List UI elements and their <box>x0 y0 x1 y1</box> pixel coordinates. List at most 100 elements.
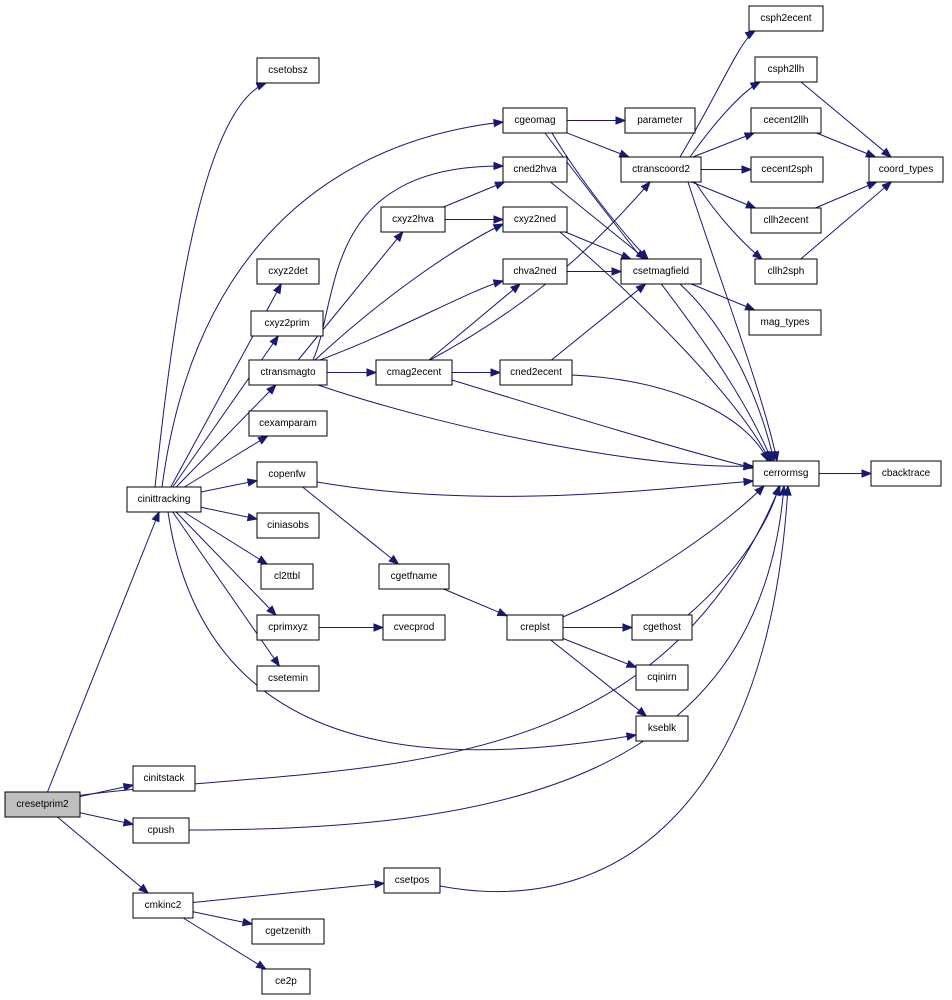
edge-cxyz2hva-to-cned2hva-arrowhead <box>494 181 506 190</box>
node-csetpos[interactable]: csetpos <box>383 867 441 894</box>
edge-cinittracking-to-cexamparam-arrowhead <box>257 435 269 445</box>
node-label: kseblk <box>648 723 677 734</box>
edge-line <box>679 283 775 462</box>
node-cl2ttbl[interactable]: cl2ttbl <box>260 563 314 590</box>
node-cgetzenith[interactable]: cgetzenith <box>251 918 325 945</box>
node-cxyz2ned[interactable]: cxyz2ned <box>502 206 568 233</box>
node-cecent2llh[interactable]: cecent2llh <box>750 107 822 134</box>
node-cned2ecent[interactable]: cned2ecent <box>499 359 573 386</box>
node-box <box>502 206 568 233</box>
edge-line <box>800 81 892 158</box>
node-csph2llh[interactable]: csph2llh <box>754 56 818 83</box>
node-cgeomag[interactable]: cgeomag <box>502 107 568 134</box>
node-label: cprimxyz <box>268 622 307 633</box>
node-label: chva2ned <box>513 266 556 277</box>
node-ce2p[interactable]: ce2p <box>261 968 311 995</box>
node-cbacktrace[interactable]: cbacktrace <box>870 460 942 487</box>
node-cllh2sph[interactable]: cllh2sph <box>754 258 818 285</box>
edge-cmag2ecent-to-cerrormsg <box>451 379 755 470</box>
edge-line <box>565 231 631 260</box>
node-csetmagfield[interactable]: csetmagfield <box>620 258 702 285</box>
node-box <box>620 156 702 183</box>
edge-cinittracking-to-cl2ttbl <box>183 511 269 565</box>
edge-cllh2ecent-to-coord_types <box>815 181 878 209</box>
edge-cgeomag-to-parameter <box>567 116 627 125</box>
node-copenfw[interactable]: copenfw <box>256 461 318 488</box>
node-label: cerrormsg <box>763 468 808 479</box>
edge-line <box>692 132 755 158</box>
node-cerrormsg[interactable]: cerrormsg <box>752 460 820 487</box>
edge-cresetprim2-to-cmkinc2-arrowhead <box>138 883 150 894</box>
edge-csetmagfield-to-cerrormsg-arrowhead <box>767 450 776 463</box>
edge-line <box>551 283 646 361</box>
node-cxyz2prim[interactable]: cxyz2prim <box>250 310 324 337</box>
edge-cresetprim2-to-cinitstack-arrowhead <box>122 782 135 792</box>
node-parameter[interactable]: parameter <box>624 107 696 134</box>
node-cgethost[interactable]: cgethost <box>631 614 693 641</box>
node-label: cecent2sph <box>761 164 812 175</box>
node-box <box>631 614 693 641</box>
node-cqinirn[interactable]: cqinirn <box>635 664 689 691</box>
edge-cresetprim2-to-cpush-arrowhead <box>122 818 135 827</box>
edge-line <box>815 181 877 209</box>
edge-line <box>439 485 789 893</box>
node-chva2ned[interactable]: chva2ned <box>502 258 568 285</box>
node-cmkinc2[interactable]: cmkinc2 <box>132 892 194 919</box>
edge-ctranscoord2-to-cllh2sph-arrowhead <box>751 249 764 260</box>
node-label: ctransmagto <box>260 367 315 378</box>
edge-creplst-to-cqinirn-arrowhead <box>625 659 638 668</box>
node-ctransmagto[interactable]: ctransmagto <box>248 359 328 386</box>
edge-ctransmagto-to-cned2hva-arrowhead <box>493 161 505 171</box>
node-label: cllh2sph <box>768 266 805 277</box>
node-cxyz2hva[interactable]: cxyz2hva <box>380 206 446 233</box>
node-cxyz2det[interactable]: cxyz2det <box>256 258 320 285</box>
node-box <box>506 614 564 641</box>
node-box <box>132 892 194 919</box>
node-cexamparam[interactable]: cexamparam <box>248 410 328 437</box>
node-mag_types[interactable]: mag_types <box>748 309 822 336</box>
edge-line <box>312 165 504 361</box>
node-cmag2ecent[interactable]: cmag2ecent <box>375 359 453 386</box>
edge-cgethost-to-cerrormsg-arrowhead <box>772 484 781 497</box>
node-csph2ecent[interactable]: csph2ecent <box>748 5 824 32</box>
edge-cned2ecent-to-cerrormsg <box>571 374 769 463</box>
edge-cinittracking-to-ctransmagto <box>175 384 277 488</box>
edge-cned2ecent-to-cerrormsg-arrowhead <box>760 450 769 463</box>
edge-copenfw-to-cgetfname <box>302 486 400 565</box>
node-cinittracking[interactable]: cinittracking <box>126 486 202 513</box>
edge-line <box>200 480 258 493</box>
node-ctranscoord2[interactable]: ctranscoord2 <box>620 156 702 183</box>
node-csetemin[interactable]: csetemin <box>256 665 320 692</box>
node-cecent2sph[interactable]: cecent2sph <box>750 156 824 183</box>
node-cllh2ecent[interactable]: cllh2ecent <box>750 207 822 234</box>
node-label: cecent2llh <box>763 115 808 126</box>
node-cned2hva[interactable]: cned2hva <box>502 156 568 183</box>
edge-creplst-to-kseblk-arrowhead <box>636 706 648 717</box>
edge-creplst-to-cerrormsg-arrowhead <box>754 485 765 496</box>
edge-ctranscoord2-to-csph2llh-arrowhead <box>749 81 762 91</box>
node-box <box>256 512 320 539</box>
node-cresetprim2[interactable]: cresetprim2 <box>4 791 81 818</box>
edge-cinittracking-to-copenfw-arrowhead <box>246 478 259 487</box>
node-cgetfname[interactable]: cgetfname <box>378 563 450 590</box>
node-kseblk[interactable]: kseblk <box>635 715 689 742</box>
node-cprimxyz[interactable]: cprimxyz <box>256 614 320 641</box>
node-label: copenfw <box>268 469 306 480</box>
node-box <box>868 156 944 183</box>
node-cinitstack[interactable]: cinitstack <box>132 765 196 792</box>
node-cpush[interactable]: cpush <box>132 817 190 844</box>
edge-cmag2ecent-to-chva2ned-arrowhead <box>510 283 522 294</box>
edge-ctranscoord2-to-cllh2sph <box>694 181 764 260</box>
node-box <box>502 258 568 285</box>
node-label: cvecprod <box>394 622 435 633</box>
edge-cinittracking-to-cgeomag-arrowhead <box>493 118 505 128</box>
node-coord_types[interactable]: coord_types <box>868 156 944 183</box>
node-csetobsz[interactable]: csetobsz <box>256 57 320 84</box>
node-cvecprod[interactable]: cvecprod <box>382 614 446 641</box>
node-creplst[interactable]: creplst <box>506 614 564 641</box>
edge-cresetprim2-to-cpush <box>79 812 135 827</box>
node-box <box>624 107 696 134</box>
edge-line <box>302 486 399 565</box>
node-ciniasobs[interactable]: ciniasobs <box>256 512 320 539</box>
edge-cinittracking-to-cgeomag <box>161 118 505 488</box>
